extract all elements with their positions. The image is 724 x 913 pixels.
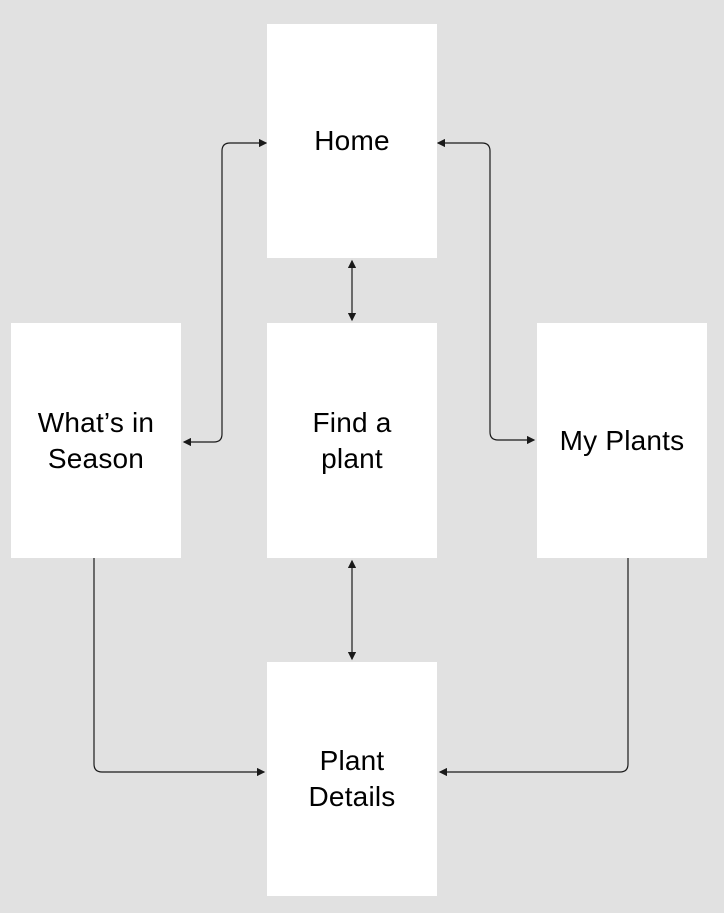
edge-home-whats-in-season <box>182 138 268 447</box>
node-my-plants-label: My Plants <box>559 424 685 456</box>
node-home[interactable]: Home <box>267 24 437 258</box>
node-find-a-plant-label: Find a plant <box>312 406 392 474</box>
node-home-label: Home <box>314 125 390 156</box>
edge-my-plants-plant-details <box>438 558 629 777</box>
node-whats-in-season[interactable]: What’s in Season <box>11 323 181 558</box>
node-plant-details-label: Plant Details <box>308 745 396 812</box>
node-my-plants[interactable]: My Plants <box>537 323 707 558</box>
node-find-a-plant[interactable]: Find a plant <box>267 323 437 558</box>
edge-whats-in-season-plant-details <box>93 558 266 777</box>
node-plant-details[interactable]: Plant Details <box>267 662 437 896</box>
node-whats-in-season-label: What’s in Season <box>37 406 155 474</box>
edge-home-my-plants <box>436 138 536 445</box>
